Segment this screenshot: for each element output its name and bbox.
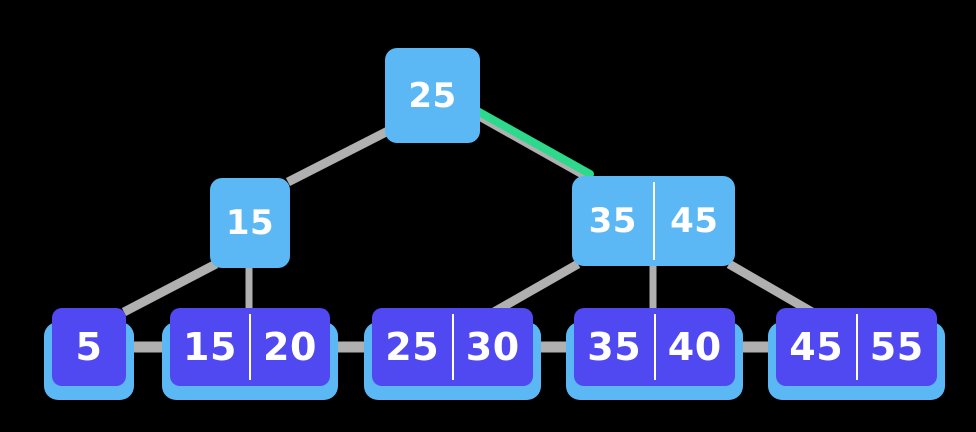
node-internal-left-face xyxy=(210,178,290,268)
node-leaf-3-key-1: 30 xyxy=(453,308,534,386)
edge-root-to-internal-right-highlight xyxy=(468,104,594,178)
node-root-key-0: 25 xyxy=(408,75,457,116)
node-leaf-3-key-0: 25 xyxy=(385,325,440,369)
node-leaf-1-key-0: 5 xyxy=(75,325,103,369)
node-leaf-5[interactable]: 45 55 xyxy=(768,308,945,400)
node-internal-right[interactable]: 35 45 xyxy=(572,176,735,266)
node-leaf-2-key-0: 15 xyxy=(183,325,237,369)
node-internal-left[interactable]: 15 xyxy=(210,178,290,268)
edge-root-to-internal-right-base xyxy=(471,109,589,180)
node-leaf-5-key-0: 45 xyxy=(789,325,844,369)
node-internal-left-key-0: 15 xyxy=(225,203,275,243)
node-leaf-4[interactable]: 35 40 xyxy=(566,308,743,400)
edge-internal-right-to-leaf-3 xyxy=(491,260,581,316)
node-leaf-2-key-1: 20 xyxy=(250,308,330,386)
edge-internal-right-to-leaf-5 xyxy=(726,260,815,316)
edge-root-to-internal-left xyxy=(285,126,391,187)
node-internal-right-key-0: 35 xyxy=(588,201,637,241)
node-internal-right-key-1: 45 xyxy=(654,176,736,266)
node-leaf-3[interactable]: 25 30 xyxy=(364,308,541,400)
node-root[interactable]: 25 xyxy=(385,48,480,143)
node-leaf-4-key-1: 40 xyxy=(655,308,736,386)
node-leaf-1[interactable]: 5 xyxy=(44,308,134,400)
node-root-face xyxy=(385,48,480,143)
node-leaf-1-face xyxy=(52,308,126,386)
node-leaf-5-key-1: 55 xyxy=(857,308,938,386)
node-leaf-2[interactable]: 15 20 xyxy=(162,308,338,400)
node-leaf-4-key-0: 35 xyxy=(587,325,642,369)
edge-internal-left-to-leaf-1 xyxy=(121,260,219,316)
